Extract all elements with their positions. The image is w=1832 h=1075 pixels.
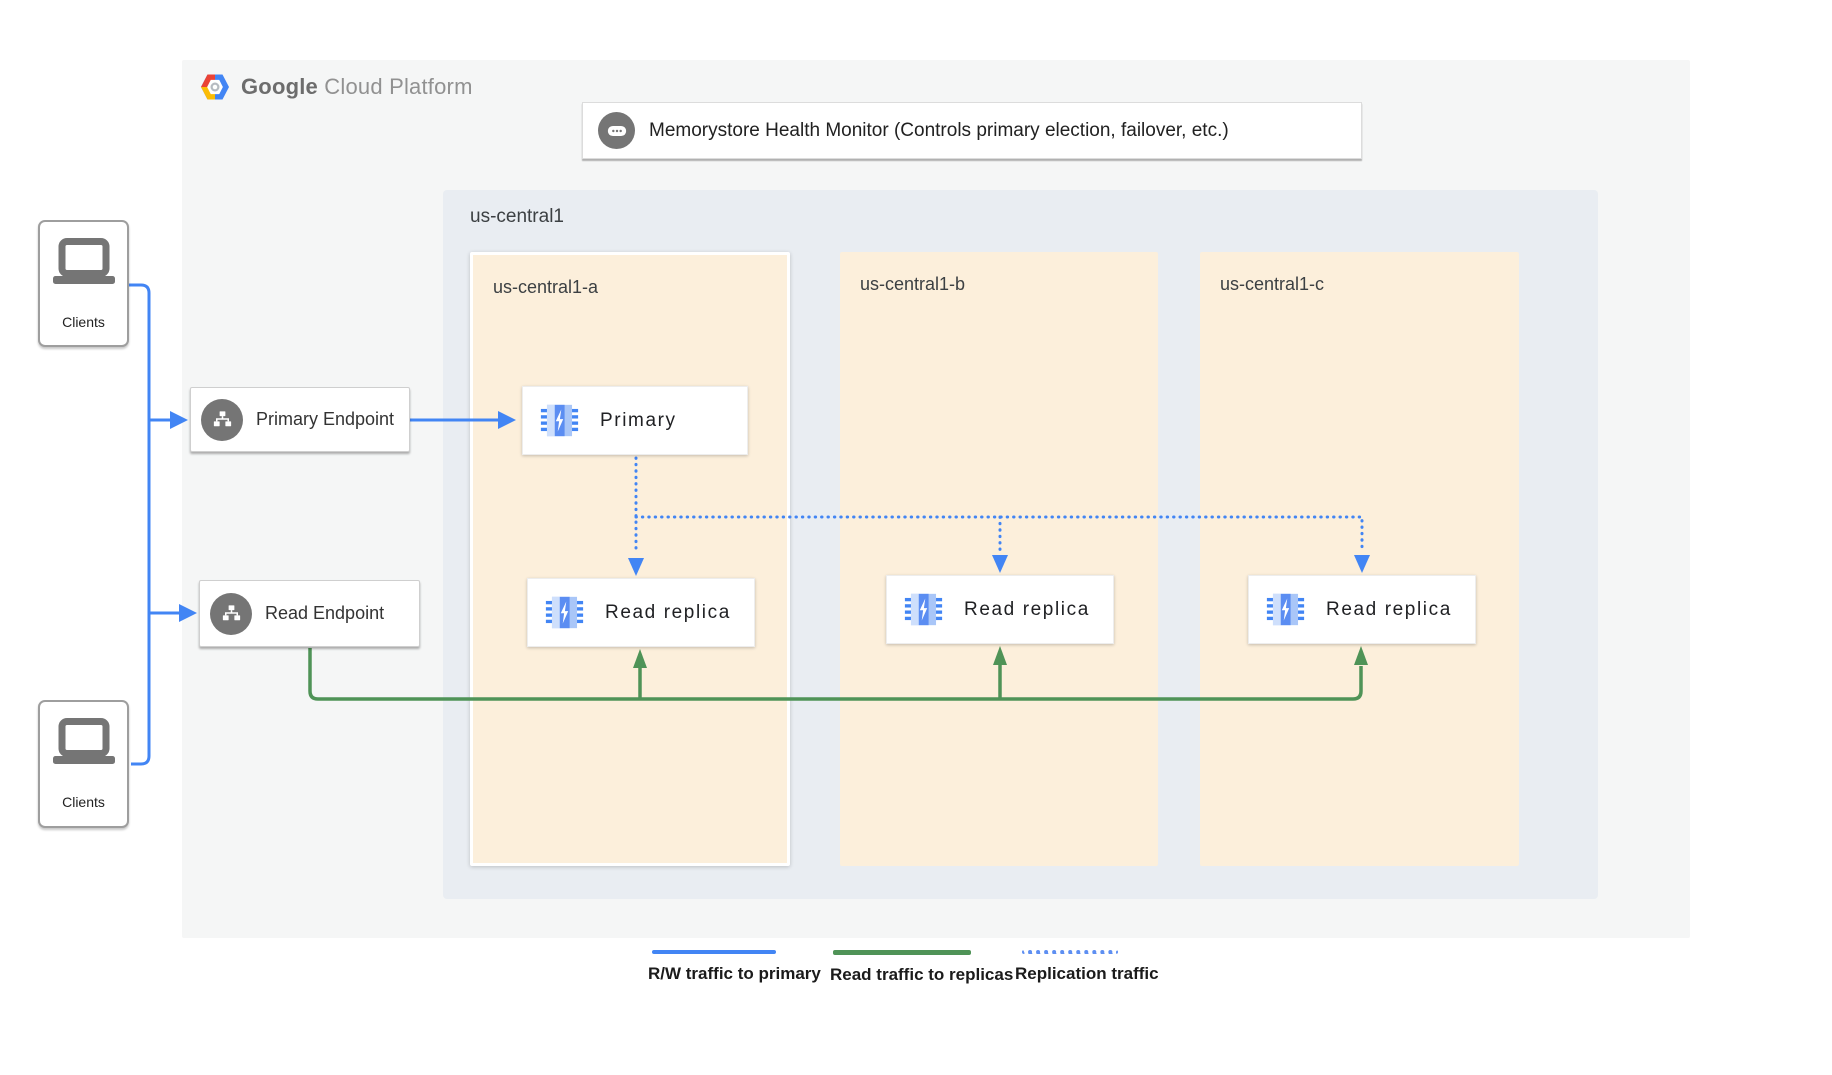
read-endpoint-box: Read Endpoint — [199, 580, 420, 647]
network-endpoint-icon — [201, 398, 243, 441]
legend-label: Replication traffic — [1015, 964, 1159, 983]
brand-google: Google — [241, 74, 318, 99]
legend-swatch-blue-solid — [652, 950, 776, 954]
laptop-icon — [52, 238, 115, 284]
region-label: us-central1 — [470, 206, 564, 227]
clients-trunk-line — [129, 283, 151, 766]
health-monitor-label: Memorystore Health Monitor (Controls pri… — [649, 119, 1229, 141]
legend-swatch-blue-dotted — [1022, 950, 1118, 954]
read-replica-node-a: Read replica — [527, 578, 755, 647]
gcp-hexagon-logo-icon — [201, 74, 229, 100]
read-replica-node-c: Read replica — [1248, 575, 1476, 644]
read-endpoint-label: Read Endpoint — [265, 603, 385, 623]
read-replica-label: Read replica — [605, 601, 731, 623]
clients-label: Clients — [62, 794, 105, 810]
zone-label: us-central1-a — [493, 277, 599, 297]
read-replica-node-b: Read replica — [886, 575, 1114, 644]
legend-item-read-traffic: Read traffic to replicas — [830, 950, 1013, 985]
laptop-icon — [52, 718, 115, 764]
ellipsis-chat-icon — [598, 112, 635, 149]
primary-endpoint-box: Primary Endpoint — [190, 387, 410, 452]
primary-node: Primary — [522, 386, 748, 455]
primary-node-label: Primary — [600, 409, 677, 431]
zone-label: us-central1-b — [860, 274, 966, 294]
zone-box-us-central1-a: us-central1-a — [470, 252, 790, 866]
read-replica-label: Read replica — [1326, 598, 1452, 620]
read-replica-label: Read replica — [964, 598, 1090, 620]
brand-text: Google Cloud Platform — [241, 74, 473, 100]
clients-label: Clients — [62, 314, 105, 330]
zone-box-us-central1-b: us-central1-b — [840, 252, 1158, 866]
zone-box-us-central1-c: us-central1-c — [1200, 252, 1519, 866]
legend-item-rw-traffic: R/W traffic to primary — [648, 950, 821, 984]
brand-cloud-platform: Cloud Platform — [324, 74, 473, 99]
legend-label: Read traffic to replicas — [830, 965, 1014, 984]
memorystore-icon — [545, 596, 584, 629]
clients-box-top: Clients — [38, 220, 129, 347]
legend-label: R/W traffic to primary — [648, 964, 821, 983]
memorystore-icon — [1266, 593, 1305, 626]
zone-label: us-central1-c — [1220, 274, 1325, 294]
memorystore-icon — [904, 593, 943, 626]
gcp-brand-header: Google Cloud Platform — [200, 72, 473, 102]
legend-item-replication-traffic: Replication traffic — [1015, 950, 1159, 984]
clients-box-bottom: Clients — [38, 700, 129, 828]
primary-endpoint-label: Primary Endpoint — [256, 409, 395, 429]
memorystore-icon — [540, 404, 579, 437]
network-endpoint-icon — [210, 592, 252, 635]
legend-swatch-green-solid — [833, 950, 971, 955]
health-monitor-box: Memorystore Health Monitor (Controls pri… — [582, 102, 1362, 159]
